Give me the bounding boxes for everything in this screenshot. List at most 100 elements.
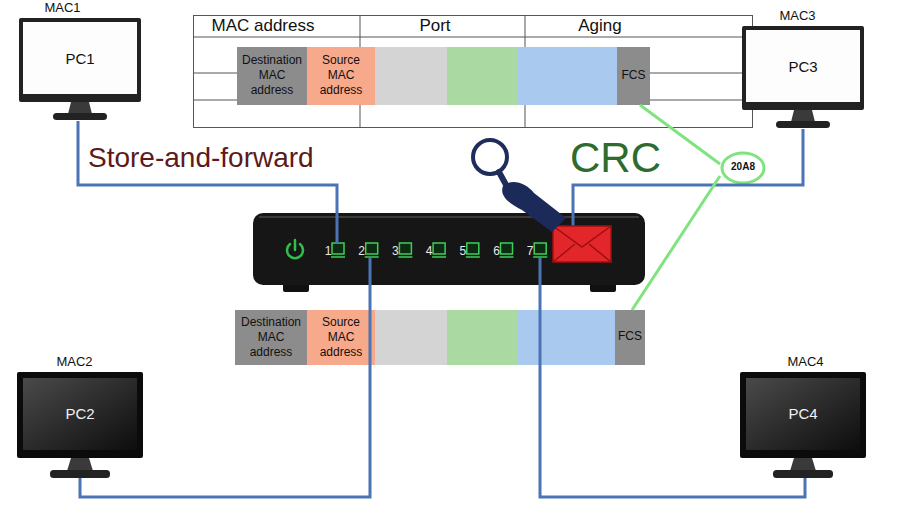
port-icon bbox=[365, 256, 379, 258]
method-title: CRC bbox=[570, 134, 661, 182]
port-number: 4 bbox=[424, 244, 434, 258]
monitor-base bbox=[776, 121, 830, 128]
mac-label: MAC3 bbox=[775, 8, 820, 24]
network-cable bbox=[78, 121, 337, 213]
switch-body bbox=[253, 213, 645, 285]
network-cable bbox=[573, 129, 803, 213]
pc-monitor: MAC4PC4 bbox=[738, 354, 868, 478]
frame-field bbox=[447, 310, 518, 365]
monitor-neck bbox=[67, 458, 93, 471]
magnifier-handle bbox=[499, 172, 510, 192]
port-number: 6 bbox=[492, 244, 502, 258]
frame-field: Source MAC address bbox=[307, 310, 375, 365]
fcs-field: FCS bbox=[617, 47, 650, 105]
pc-name: PC3 bbox=[738, 58, 868, 76]
frame-field bbox=[375, 310, 447, 365]
field-name: FCS bbox=[615, 329, 645, 343]
port-number: 2 bbox=[357, 244, 367, 258]
port-icon bbox=[533, 256, 547, 258]
pc-monitor: MAC3PC3 bbox=[738, 8, 868, 129]
frame-field-fill bbox=[615, 310, 645, 365]
field-name: Source MAC address bbox=[313, 53, 369, 98]
frame-field-fill bbox=[617, 47, 650, 105]
table-header: Aging bbox=[525, 16, 675, 36]
fcs-field: FCS bbox=[615, 310, 645, 365]
monitor-neck bbox=[68, 102, 92, 114]
frame-field bbox=[518, 310, 615, 365]
pc-monitor: MAC2PC2 bbox=[15, 354, 145, 478]
monitor-neck bbox=[791, 110, 815, 122]
field-name: Source MAC address bbox=[313, 315, 369, 360]
port-icon bbox=[332, 243, 344, 254]
port-lead bbox=[336, 213, 339, 244]
port-icon bbox=[466, 256, 480, 258]
monitor-base bbox=[50, 470, 110, 478]
mac-address-table: MAC address Port AgingDestination MAC addr… bbox=[193, 15, 753, 128]
frame-field: Destination MAC address bbox=[235, 310, 307, 365]
port-icon bbox=[500, 256, 514, 258]
table-row-line bbox=[193, 37, 753, 38]
monitor-neck bbox=[790, 458, 816, 471]
frame-field bbox=[518, 47, 617, 105]
pc-name: PC2 bbox=[15, 405, 145, 423]
envelope-fold bbox=[553, 244, 611, 262]
port-icon bbox=[432, 256, 446, 258]
port-icon bbox=[534, 243, 546, 254]
frame-field-fill bbox=[307, 310, 375, 365]
crc-value-bubble: 20A8 bbox=[720, 151, 766, 185]
port-icon bbox=[467, 243, 479, 254]
port-icon bbox=[433, 243, 445, 254]
envelope-flap bbox=[553, 226, 611, 247]
mac-label: MAC1 bbox=[40, 0, 85, 16]
port-number: 1 bbox=[323, 244, 333, 258]
switch-highlight bbox=[259, 216, 639, 218]
frame-field: Destination MAC address bbox=[237, 47, 307, 105]
network-switch: 1 2 3 4 5 6 7 bbox=[253, 213, 645, 285]
envelope-icon bbox=[553, 226, 611, 262]
port-icon bbox=[398, 256, 412, 258]
frame-field: Source MAC address bbox=[307, 47, 375, 105]
frame-field bbox=[375, 47, 447, 105]
monitor-base bbox=[53, 113, 107, 120]
magnifier-lens bbox=[473, 140, 507, 174]
table-header: MAC address bbox=[193, 16, 333, 36]
node-outline bbox=[253, 213, 645, 285]
pc-name: PC1 bbox=[15, 50, 145, 68]
checksum-value: 20A8 bbox=[720, 161, 766, 173]
port-icon bbox=[331, 256, 345, 258]
frame-field-fill bbox=[235, 310, 307, 365]
frame-field-fill bbox=[237, 47, 307, 105]
port-lead bbox=[572, 213, 575, 228]
port-number: 5 bbox=[458, 244, 468, 258]
network-cable bbox=[540, 285, 805, 497]
checksum-pointer bbox=[640, 105, 720, 164]
power-icon bbox=[294, 240, 297, 250]
network-cable bbox=[80, 285, 370, 497]
table-border bbox=[194, 16, 753, 128]
frame-field bbox=[447, 47, 518, 105]
pc-name: PC4 bbox=[738, 405, 868, 423]
method-title: Store-and-forward bbox=[88, 142, 314, 174]
field-name: Destination MAC address bbox=[239, 53, 305, 98]
monitor-base bbox=[773, 470, 833, 478]
port-number: 3 bbox=[390, 244, 400, 258]
hand-shape bbox=[502, 182, 566, 232]
frame-field-fill bbox=[307, 47, 375, 105]
pc-monitor: MAC1PC1 bbox=[15, 0, 145, 121]
mac-label: MAC2 bbox=[52, 354, 97, 370]
field-name: Destination MAC address bbox=[238, 315, 304, 360]
field-name: FCS bbox=[617, 68, 650, 82]
port-lead bbox=[539, 257, 542, 285]
port-icon bbox=[399, 243, 411, 254]
mac-label: MAC4 bbox=[783, 354, 828, 370]
table-header: Port bbox=[360, 16, 510, 36]
port-icon bbox=[501, 243, 513, 254]
port-icon bbox=[366, 243, 378, 254]
port-number: 7 bbox=[525, 244, 535, 258]
checksum-pointer bbox=[632, 176, 720, 310]
port-lead bbox=[369, 257, 372, 285]
